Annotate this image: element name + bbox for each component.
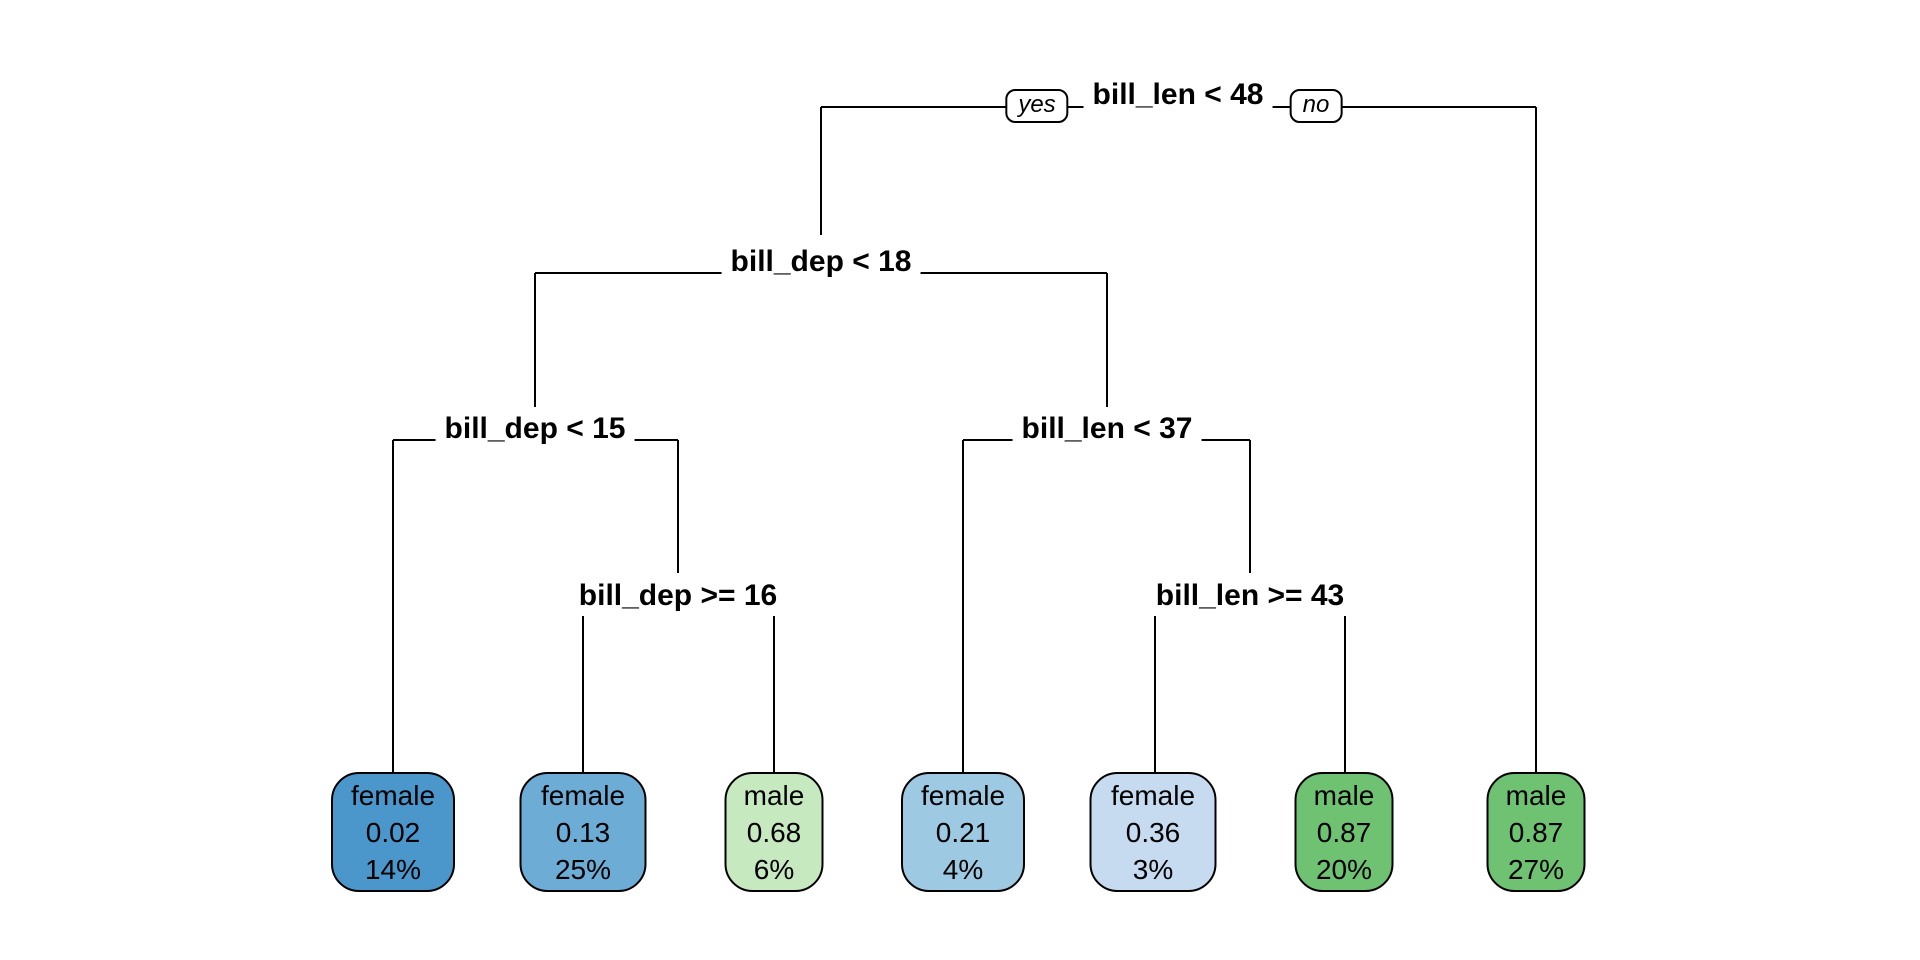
leaf-4-prob: 0.21 — [935, 816, 991, 848]
leaf-1-pct: 14% — [364, 853, 422, 885]
leaf-6-class: male — [1313, 779, 1375, 811]
leaf-7-pct: 27% — [1507, 853, 1565, 885]
leaf-node-4: female 0.21 4% — [901, 772, 1025, 892]
leaf-6-pct: 20% — [1315, 853, 1373, 885]
split-node-n6: bill_len >= 43 — [1146, 576, 1354, 616]
leaf-4-pct: 4% — [942, 853, 984, 885]
leaf-6-prob: 0.87 — [1316, 816, 1372, 848]
leaf-5-pct: 3% — [1132, 853, 1174, 885]
leaf-2-class: female — [540, 779, 626, 811]
leaf-node-6: male 0.87 20% — [1294, 772, 1394, 892]
leaf-node-1: female 0.02 14% — [331, 772, 455, 892]
leaf-node-2: female 0.13 25% — [519, 772, 647, 892]
leaf-3-pct: 6% — [753, 853, 795, 885]
leaf-node-3: male 0.68 6% — [724, 772, 824, 892]
leaf-1-prob: 0.02 — [365, 816, 421, 848]
leaf-1-class: female — [350, 779, 436, 811]
split-node-n2: bill_dep < 18 — [721, 242, 921, 282]
leaf-3-class: male — [743, 779, 805, 811]
split-node-n3: bill_dep < 15 — [435, 409, 635, 449]
leaf-7-class: male — [1505, 779, 1567, 811]
no-branch-badge: no — [1289, 89, 1343, 123]
split-node-root: bill_len < 48 — [1083, 75, 1273, 115]
split-node-n5: bill_dep >= 16 — [569, 576, 787, 616]
leaf-7-prob: 0.87 — [1508, 816, 1564, 848]
leaf-2-pct: 25% — [554, 853, 612, 885]
leaf-4-class: female — [920, 779, 1006, 811]
yes-branch-badge: yes — [1005, 89, 1069, 123]
leaf-2-prob: 0.13 — [555, 816, 611, 848]
leaf-3-prob: 0.68 — [746, 816, 802, 848]
split-node-n4: bill_len < 37 — [1012, 409, 1202, 449]
leaf-5-prob: 0.36 — [1125, 816, 1181, 848]
leaf-node-7: male 0.87 27% — [1486, 772, 1586, 892]
leaf-5-class: female — [1110, 779, 1196, 811]
leaf-node-5: female 0.36 3% — [1089, 772, 1217, 892]
